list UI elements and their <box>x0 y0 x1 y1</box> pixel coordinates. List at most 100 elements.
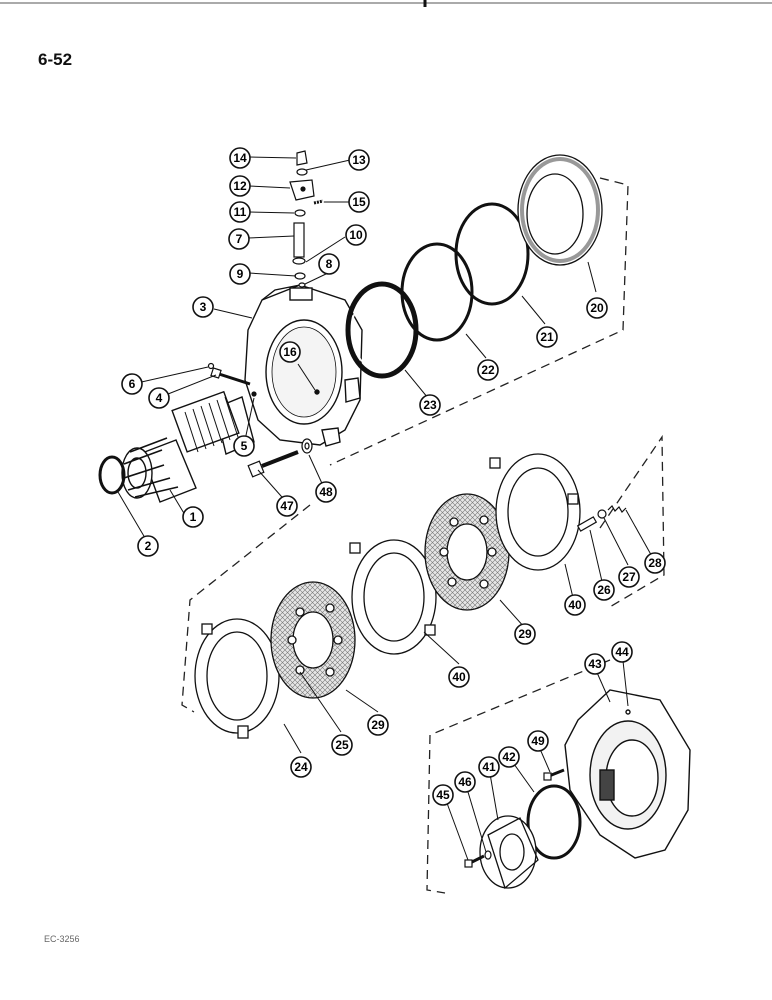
separator-plate-24 <box>194 618 302 739</box>
friction-disc-29-left <box>270 581 356 699</box>
callout-circle <box>345 224 367 246</box>
callout-p45: 45 <box>432 784 454 806</box>
friction-disc-29-right <box>424 493 510 611</box>
callout-number: 29 <box>518 627 532 641</box>
callout-circle <box>318 253 340 275</box>
callout-number: 25 <box>335 738 349 752</box>
brake-housing-part <box>244 284 363 447</box>
callout-p23: 23 <box>419 394 441 416</box>
spring-pin-part <box>576 505 627 532</box>
callout-number: 43 <box>588 657 602 671</box>
callout-p5: 5 <box>233 435 255 457</box>
callout-number: 44 <box>615 645 629 659</box>
callout-p7: 7 <box>228 228 250 250</box>
callout-circle <box>233 435 255 457</box>
callout-number: 49 <box>531 734 545 748</box>
figure-reference: EC-3256 <box>44 934 80 944</box>
callout-circle <box>137 535 159 557</box>
callout-circle <box>315 481 337 503</box>
callout-p29a: 29 <box>367 714 389 736</box>
gasket-part <box>526 784 582 860</box>
callout-p14: 14 <box>229 147 251 169</box>
callout-circle <box>279 341 301 363</box>
callout-circle <box>331 734 353 756</box>
page-number: 6-52 <box>38 50 73 69</box>
callout-circle <box>148 387 170 409</box>
callout-p44: 44 <box>611 641 633 663</box>
callout-circle <box>536 326 558 348</box>
callout-number: 28 <box>648 556 662 570</box>
callout-p27: 27 <box>618 566 640 588</box>
callout-circle <box>644 552 666 574</box>
callout-p24: 24 <box>290 756 312 778</box>
callout-number: 48 <box>319 485 333 499</box>
callout-circle <box>229 147 251 169</box>
callout-number: 21 <box>540 330 554 344</box>
callout-circle <box>229 263 251 285</box>
piston-part <box>517 154 603 266</box>
callout-number: 27 <box>622 570 636 584</box>
cover-plate-part <box>479 815 539 890</box>
callout-p46: 46 <box>454 771 476 793</box>
callout-circle <box>432 784 454 806</box>
callout-number: 22 <box>481 363 495 377</box>
callout-p20: 20 <box>586 297 608 319</box>
callout-p29b: 29 <box>514 623 536 645</box>
callout-p41: 41 <box>478 756 500 778</box>
callout-circle <box>229 201 251 223</box>
callout-circle <box>527 730 549 752</box>
long-bolt-part <box>247 438 313 478</box>
callout-circle <box>514 623 536 645</box>
callout-circle <box>348 191 370 213</box>
callout-number: 40 <box>452 670 466 684</box>
callout-number: 5 <box>241 439 248 453</box>
callout-number: 20 <box>590 301 604 315</box>
seal-rings <box>345 202 530 379</box>
callout-number: 9 <box>237 267 244 281</box>
callout-circle <box>348 149 370 171</box>
callout-number: 10 <box>349 228 363 242</box>
callout-p6: 6 <box>121 373 143 395</box>
callout-number: 16 <box>283 345 297 359</box>
callout-circle <box>564 594 586 616</box>
small-bolts <box>464 768 565 868</box>
callout-circle <box>611 641 633 663</box>
valve-stack-part <box>289 150 324 288</box>
callout-circle <box>290 756 312 778</box>
callout-number: 1 <box>190 510 197 524</box>
callout-circle <box>367 714 389 736</box>
assembly-guide-lines <box>181 177 665 894</box>
callout-p16: 16 <box>279 341 301 363</box>
callout-number: 24 <box>294 760 308 774</box>
callout-p1: 1 <box>182 506 204 528</box>
callout-number: 47 <box>280 499 294 513</box>
callout-circle <box>477 359 499 381</box>
callout-number: 42 <box>502 750 516 764</box>
callout-p11: 11 <box>229 201 251 223</box>
callout-p13: 13 <box>348 149 370 171</box>
callout-number: 41 <box>482 760 496 774</box>
callout-circle <box>618 566 640 588</box>
callout-circle <box>478 756 500 778</box>
callout-p28: 28 <box>644 552 666 574</box>
callout-circle <box>448 666 470 688</box>
callout-p12: 12 <box>229 175 251 197</box>
callout-number: 6 <box>129 377 136 391</box>
callout-circle <box>593 579 615 601</box>
callout-number: 15 <box>352 195 366 209</box>
callout-number: 2 <box>145 539 152 553</box>
callout-labels: 1234567891011121314151620212223242526272… <box>121 147 666 806</box>
callout-p22: 22 <box>477 359 499 381</box>
callout-number: 8 <box>326 257 333 271</box>
callout-p21: 21 <box>536 326 558 348</box>
callout-number: 7 <box>236 232 243 246</box>
callout-p8: 8 <box>318 253 340 275</box>
callout-number: 23 <box>423 398 437 412</box>
snap-ring-part <box>98 455 126 495</box>
callout-p43: 43 <box>584 653 606 675</box>
callout-p26: 26 <box>593 579 615 601</box>
callout-number: 46 <box>458 775 472 789</box>
callout-number: 40 <box>568 598 582 612</box>
callout-p40b: 40 <box>564 594 586 616</box>
